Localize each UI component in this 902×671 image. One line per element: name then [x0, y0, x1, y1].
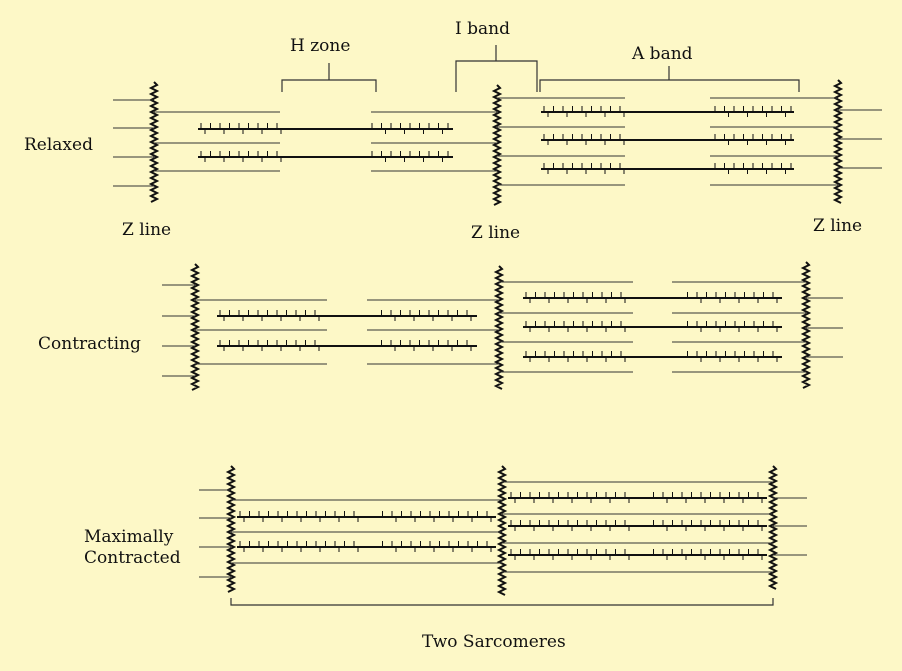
z-line-label-middle: Z line [471, 223, 521, 243]
z-line [496, 465, 508, 596]
myosin-heads [525, 321, 778, 332]
myosin-heads [239, 511, 492, 522]
myosin-heads [525, 351, 778, 362]
maximally-contracted-label-line1: Maximally [84, 527, 174, 547]
a-band-bracket [539, 66, 800, 92]
z-line [225, 465, 237, 593]
band-brackets [230, 45, 800, 606]
two-sarcomeres-label: Two Sarcomeres [422, 632, 566, 652]
two-sarcomeres-bracket [230, 598, 774, 606]
myosin-heads [510, 549, 763, 560]
z-line-label-left: Z line [122, 220, 172, 240]
relaxed-label: Relaxed [24, 135, 93, 155]
h-zone-label: H zone [290, 36, 351, 56]
z-line [800, 261, 812, 389]
myosin-heads [200, 123, 449, 134]
myosin-heads [510, 520, 763, 531]
myosin-heads [219, 310, 472, 321]
z-line [767, 465, 779, 590]
z-line [491, 84, 503, 206]
myosin-heads [219, 340, 472, 351]
relaxed-sarcomeres [113, 79, 882, 206]
myosin-heads [200, 151, 449, 162]
myosin-heads [543, 106, 792, 117]
myosin-heads [510, 492, 763, 503]
a-band-label: A band [632, 44, 693, 64]
myosin-heads [543, 163, 792, 174]
z-line [189, 263, 201, 391]
h-zone-bracket [281, 63, 377, 92]
contracting-sarcomeres [162, 261, 843, 391]
myosin-heads [543, 134, 792, 145]
z-line-label-right: Z line [813, 216, 863, 236]
z-line [493, 265, 505, 390]
z-line [148, 81, 160, 203]
contracting-label: Contracting [38, 334, 141, 354]
i-band-label: I band [455, 19, 510, 39]
i-band-bracket [455, 45, 538, 92]
myosin-heads [239, 541, 492, 552]
maximally-contracted-sarcomeres [199, 465, 807, 596]
maximally-contracted-label-line2: Contracted [84, 548, 181, 568]
z-line [832, 79, 844, 204]
myosin-heads [525, 292, 778, 303]
